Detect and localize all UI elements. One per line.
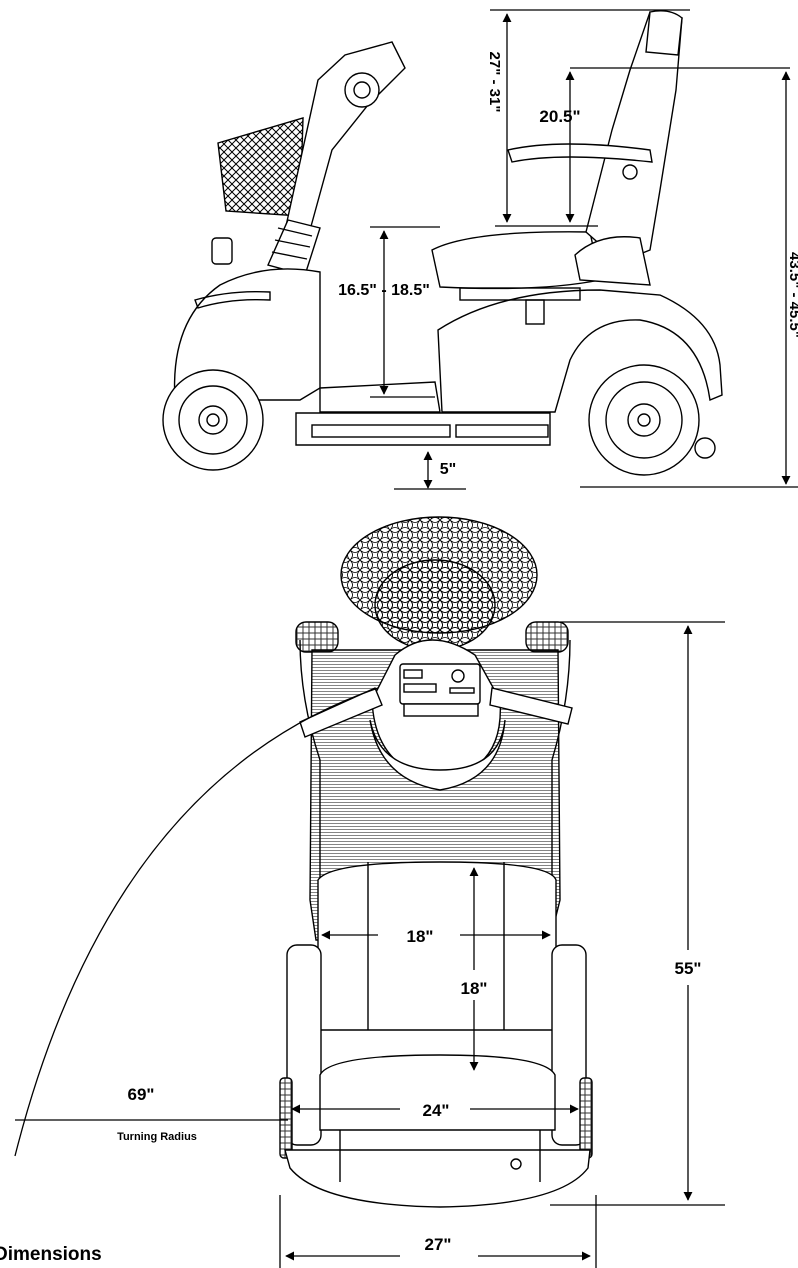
label-seat-height: 16.5" - 18.5" <box>338 282 430 299</box>
right-handlebar <box>489 687 573 725</box>
tiller <box>285 41 406 231</box>
label-backrest-height: 27" - 31" <box>486 52 503 113</box>
left-handlebar <box>299 687 383 738</box>
right-armrest <box>551 944 587 1146</box>
top-seat <box>317 861 557 1031</box>
label-turning-radius-value: 69" <box>128 1085 155 1104</box>
top-view-dimension-lines <box>14 621 725 1268</box>
label-armrest-height: 20.5" <box>539 107 580 126</box>
label-seat-width: 18" <box>407 927 434 946</box>
label-turning-radius: Turning Radius <box>117 1131 197 1143</box>
turning-radius-arc <box>14 687 379 1157</box>
label-overall-width: 27" <box>425 1235 452 1254</box>
side-view-dimension-lines <box>370 9 798 490</box>
top-backrest <box>319 1054 556 1131</box>
label-overall-length: 55" <box>675 959 702 978</box>
front-wheel <box>162 369 264 471</box>
side-mirror <box>211 237 233 265</box>
seat-cushion <box>431 231 601 290</box>
label-armrest-width: 24" <box>423 1101 450 1120</box>
rear-wheel <box>588 364 700 476</box>
floorboard <box>295 412 551 446</box>
front-shroud <box>173 268 321 401</box>
side-view-scooter <box>162 10 723 476</box>
left-armrest <box>286 944 322 1146</box>
rear-body <box>437 289 723 413</box>
basket <box>217 117 304 217</box>
rear-bumper <box>284 1149 591 1208</box>
armrest <box>507 143 653 163</box>
label-ground-clearance: 5" <box>440 461 456 478</box>
label-seat-depth: 18" <box>461 979 488 998</box>
page-title: Dimensions <box>0 1244 102 1265</box>
label-overall-height: 43.5" - 45.5" <box>786 252 798 338</box>
top-view-scooter <box>279 516 593 1208</box>
